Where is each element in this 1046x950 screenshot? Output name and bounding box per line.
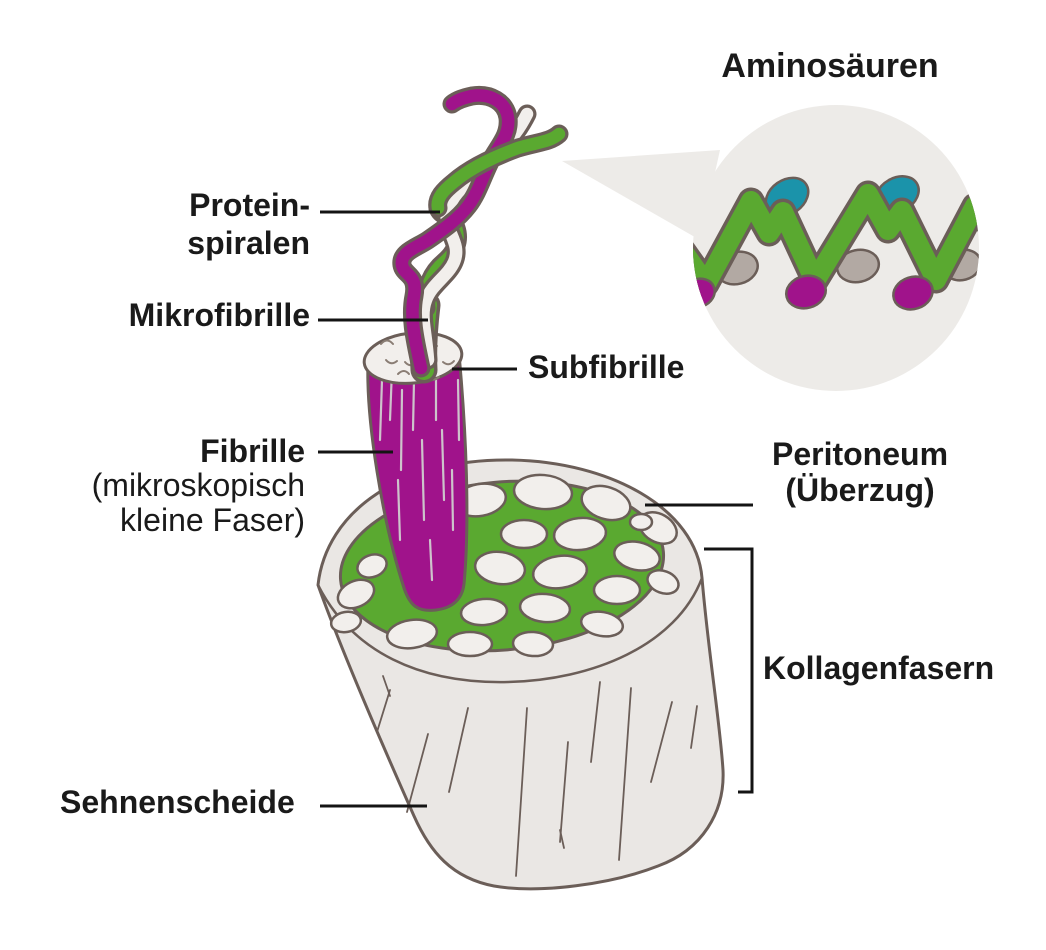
collagen-fiber-cross-sections bbox=[329, 473, 680, 658]
fibrille-body bbox=[366, 352, 469, 612]
callout-beam bbox=[562, 150, 720, 240]
label-fibrille: Fibrille bbox=[200, 433, 305, 469]
tendon-texture-lines bbox=[376, 675, 698, 877]
label-sehnenscheide: Sehnenscheide bbox=[60, 784, 295, 820]
label-fibrille-note: (mikroskopisch kleine Faser) bbox=[92, 468, 305, 538]
label-mikrofibrille: Mikrofibrille bbox=[128, 297, 310, 333]
protein-spirals bbox=[392, 85, 569, 384]
purple-residue bbox=[892, 275, 934, 311]
label-peritoneum: Peritoneum (Überzug) bbox=[740, 436, 980, 508]
label-kollagenfasern: Kollagenfasern bbox=[763, 650, 995, 686]
label-fibrille-note2: kleine Faser) bbox=[120, 502, 305, 538]
amino-acid-chain-zigzag bbox=[693, 180, 979, 298]
label-fibrille-note1: (mikroskopisch bbox=[91, 467, 305, 503]
label-protein-spiralen: Protein- spiralen bbox=[187, 186, 310, 262]
label-protein-line2: spiralen bbox=[187, 225, 310, 261]
label-peritoneum-title: Peritoneum bbox=[771, 436, 949, 472]
label-aminosaeuren: Aminosäuren bbox=[721, 47, 939, 85]
label-protein-line1: Protein- bbox=[189, 187, 310, 223]
gray-residue bbox=[835, 248, 881, 284]
amino-acid-inset bbox=[562, 105, 979, 391]
label-subfibrille: Subfibrille bbox=[528, 349, 685, 385]
kollagenfasern-bracket bbox=[704, 547, 754, 794]
label-peritoneum-note: (Überzug) bbox=[785, 472, 935, 508]
purple-residue bbox=[784, 274, 828, 310]
leader-lines bbox=[318, 210, 754, 808]
tendon-body bbox=[316, 458, 725, 891]
tendon-front-lip bbox=[316, 577, 704, 684]
